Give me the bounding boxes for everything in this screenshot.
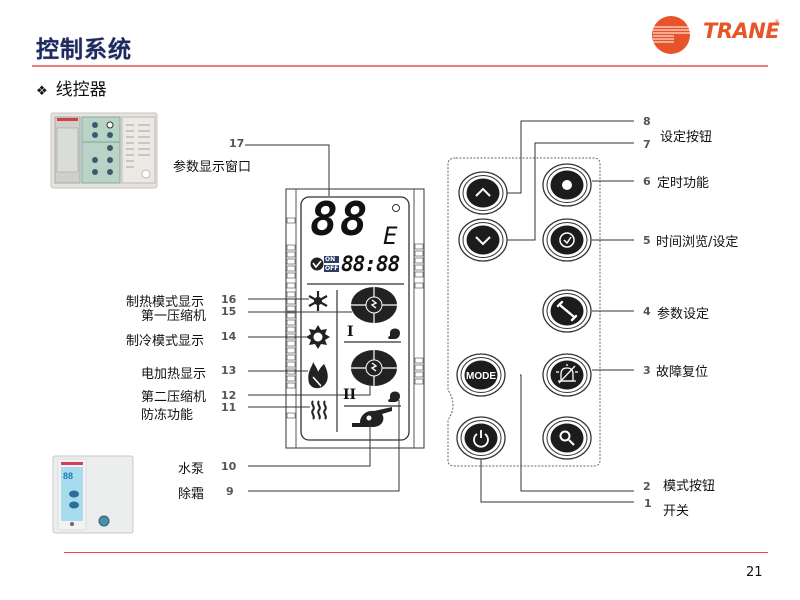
callout-4-num: 4 xyxy=(643,305,651,318)
callout-15-label: 第一压缩机 xyxy=(141,309,207,324)
callout-16-num: 16 xyxy=(221,293,237,306)
callout-6-label: 定时功能 xyxy=(657,176,710,191)
callout-10-label: 水泵 xyxy=(178,462,205,477)
button-panel-outline xyxy=(447,157,601,467)
callout-7-num: 7 xyxy=(643,138,651,151)
callout-16-label: 制热模式显示 xyxy=(126,295,205,310)
time-browse-button[interactable] xyxy=(542,218,592,262)
callout-6-num: 6 xyxy=(643,175,651,188)
lcd-main-digits: 88 xyxy=(310,192,370,246)
callout-17-label: 参数显示窗口 xyxy=(173,160,252,175)
mode-button-label: MODE xyxy=(466,371,496,382)
power-button[interactable] xyxy=(456,416,506,460)
down-arrow-icon xyxy=(475,236,491,246)
defrost-1-icon xyxy=(388,328,400,339)
page-title: 控制系统 xyxy=(36,37,132,63)
callout-9-label: 除霜 xyxy=(178,487,205,502)
param-set-button[interactable] xyxy=(542,289,592,333)
lcd-unit: E xyxy=(383,222,398,250)
callout-2-num: 2 xyxy=(643,480,651,493)
left-callout-lines xyxy=(245,144,400,492)
subtitle-text: 线控器 xyxy=(55,80,107,100)
callout-14-num: 14 xyxy=(221,330,237,343)
search-button[interactable] xyxy=(542,416,592,460)
callout-12-num: 12 xyxy=(221,389,237,402)
lcd-clock: 88:88 xyxy=(341,252,400,276)
power-icon xyxy=(473,430,489,448)
defrost-icon xyxy=(388,391,400,402)
callout-13-num: 13 xyxy=(221,364,237,377)
callout-12-label: 第二压缩机 xyxy=(141,390,207,405)
callout-7-8-label: 设定按钮 xyxy=(660,130,713,145)
diamond-bullet-icon: ❖ xyxy=(36,84,48,99)
callout-5-num: 5 xyxy=(643,234,651,247)
callout-1-label: 开关 xyxy=(663,504,690,519)
callout-8-num: 8 xyxy=(643,115,651,128)
subtitle: ❖ 线控器 xyxy=(36,75,107,100)
callout-11-label: 防冻功能 xyxy=(141,408,194,423)
brand-logo-text: TRANE xyxy=(703,19,780,43)
search-icon xyxy=(559,430,575,446)
mode-button[interactable]: MODE xyxy=(456,353,506,397)
footer-divider xyxy=(64,552,768,553)
callout-3-label: 故障复位 xyxy=(656,365,709,380)
wrench-icon xyxy=(556,300,578,322)
alarm-reset-icon xyxy=(556,364,578,384)
title-divider xyxy=(32,65,768,67)
antifreeze-wave-icon xyxy=(311,400,327,420)
callout-5-label: 时间浏览/设定 xyxy=(656,235,739,250)
snowflake-icon xyxy=(308,291,328,311)
clock-check-icon xyxy=(559,232,575,248)
check-circle-icon xyxy=(310,257,324,271)
timer-button[interactable] xyxy=(542,163,592,207)
callout-10-num: 10 xyxy=(221,460,237,473)
up-button[interactable] xyxy=(458,171,508,215)
lcd-off-label: OFF xyxy=(325,265,339,272)
compressor-1-label: I xyxy=(347,324,354,340)
callout-9-num: 9 xyxy=(226,485,234,498)
flame-icon xyxy=(308,362,328,389)
callout-4-label: 参数设定 xyxy=(657,307,710,322)
callout-15-num: 15 xyxy=(221,305,237,318)
lcd-panel xyxy=(285,188,425,449)
registered-mark: ® xyxy=(774,19,780,26)
down-button[interactable] xyxy=(458,218,508,262)
callout-11-num: 11 xyxy=(221,401,237,414)
callout-3-num: 3 xyxy=(643,364,651,377)
right-segment-bar xyxy=(414,243,424,385)
callout-14-label: 制冷模式显示 xyxy=(126,334,205,349)
record-icon xyxy=(562,180,572,190)
callout-13-label: 电加热显示 xyxy=(141,367,207,382)
water-pump-icon xyxy=(352,407,392,427)
right-callout-lines xyxy=(480,120,634,503)
callout-1-num: 1 xyxy=(644,497,652,510)
up-arrow-icon xyxy=(475,187,491,197)
callout-17-num: 17 xyxy=(229,137,245,150)
compressor-2-icon xyxy=(351,350,397,386)
fault-reset-button[interactable] xyxy=(542,353,592,397)
lcd-on-label: ON xyxy=(325,256,336,263)
sun-icon xyxy=(306,325,330,349)
compressor-1-icon xyxy=(351,287,397,323)
page-number: 21 xyxy=(746,565,763,580)
callout-2-label: 模式按钮 xyxy=(663,479,716,494)
compressor-2-label: II xyxy=(343,387,357,403)
